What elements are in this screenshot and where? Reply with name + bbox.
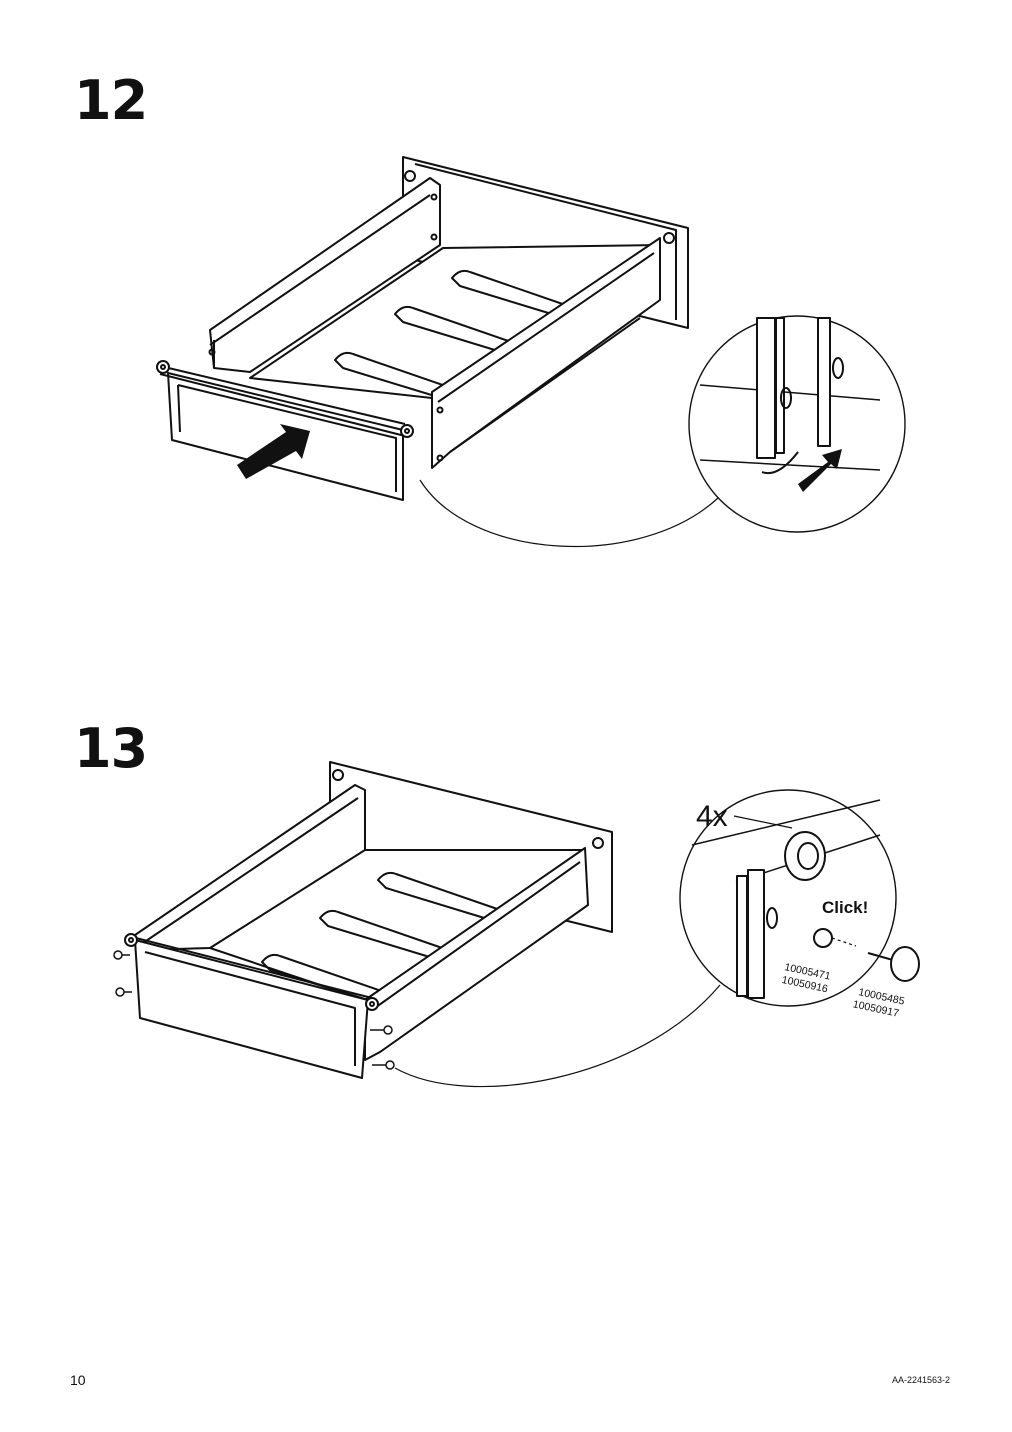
click-label: Click!	[822, 898, 868, 917]
step-12-number: 12	[74, 69, 148, 132]
magnifier-callout-icon	[679, 789, 897, 1007]
insert-arrow-icon	[237, 424, 310, 479]
page-number: 10	[70, 1372, 86, 1388]
right-side-rail	[431, 237, 661, 469]
step-13-number: 13	[74, 717, 148, 780]
document-code: AA-2241563-2	[891, 1375, 950, 1385]
step-13-illustration: 4x Click! 10005471 10050916 10005485 100…	[113, 761, 920, 1088]
front-panel	[124, 933, 379, 1079]
left-side-rail	[208, 177, 441, 373]
screw-icon	[113, 950, 395, 1070]
knob-icon	[867, 946, 920, 982]
magnifier-callout-icon	[688, 315, 906, 533]
quantity-label: 4x	[696, 800, 728, 833]
step-12-illustration	[156, 156, 906, 548]
